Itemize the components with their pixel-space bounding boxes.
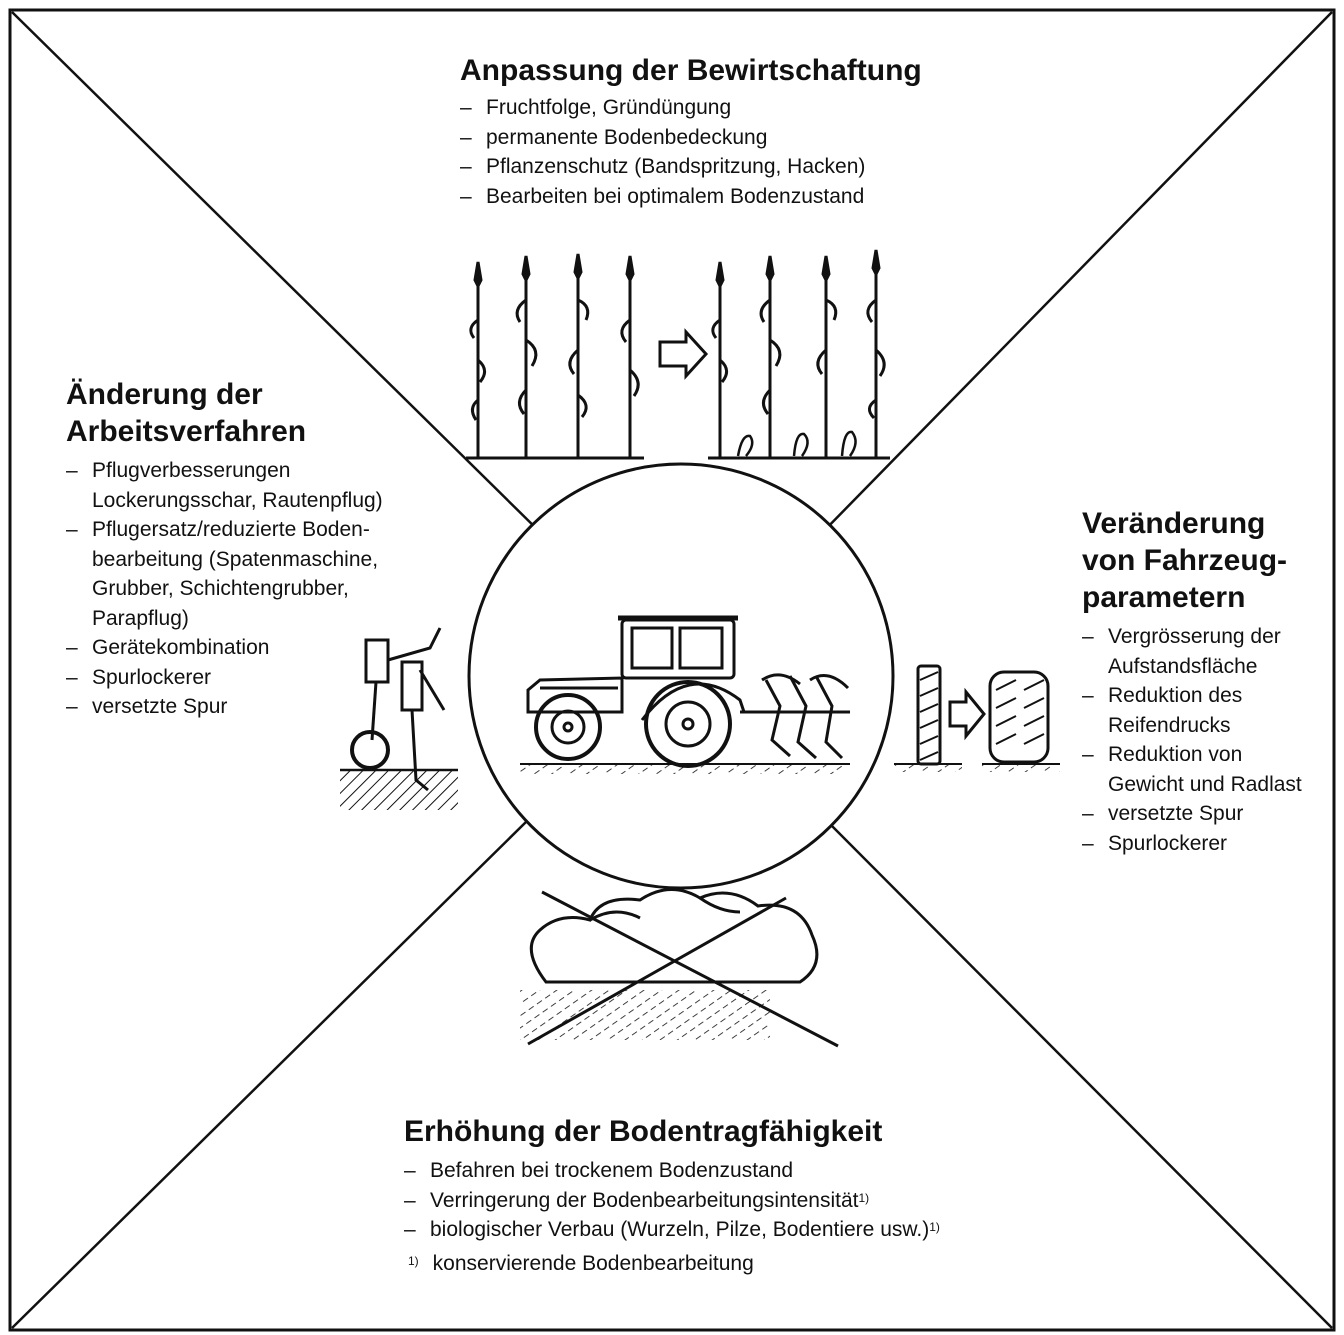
list-item: –Reduktion des	[1082, 684, 1243, 707]
list-item-continuation: Lockerungsschar, Rautenpflug)	[92, 488, 383, 512]
footnote-ref: 1)	[858, 1190, 870, 1205]
list-item-continuation: Parapflug)	[92, 606, 189, 630]
ground-hatch-left	[340, 768, 458, 810]
list-item: –Gerätekombination	[66, 636, 270, 659]
list-item: –biologischer Verbau (Wurzeln, Pilze, Bo…	[404, 1218, 940, 1241]
list-item-continuation: Reifendrucks	[1108, 713, 1231, 737]
list-item: –Befahren bei trockenem Bodenzustand	[404, 1159, 794, 1182]
footnote-ref: 1)	[929, 1220, 940, 1234]
list-item-continuation: bearbeitung (Spatenmaschine,	[92, 547, 379, 571]
ground-hatch-center	[520, 763, 850, 774]
list-item: –Spurlockerer	[1082, 831, 1228, 855]
footnote-mark: 1)	[408, 1253, 419, 1268]
list-item: –Fruchtfolge, Gründüngung	[460, 96, 732, 119]
footnote-text: konservierende Bodenbearbeitung	[432, 1251, 754, 1275]
list-item: –permanente Bodenbedeckung	[460, 125, 768, 149]
section-soil-bearing-capacity: Erhöhung der Bodentragfähigkeit –Befahre…	[404, 1113, 1044, 1278]
list-item: –versetzte Spur	[66, 695, 228, 718]
tyre-comparison-illustration	[916, 664, 1050, 766]
list-item-continuation: Aufstandsfläche	[1108, 654, 1258, 678]
center-circle	[467, 462, 895, 890]
section-title: Erhöhung der Bodentragfähigkeit	[404, 1115, 883, 1148]
item-list: –Fruchtfolge, Gründüngung –permanente Bo…	[460, 93, 980, 211]
list-item-continuation: Gewicht und Radlast	[1108, 772, 1302, 796]
list-item: –Pflanzenschutz (Bandspritzung, Hacken)	[460, 155, 866, 178]
crossed-soil-illustration	[529, 888, 819, 984]
list-item: –Pflugersatz/reduzierte Boden-	[66, 518, 370, 541]
item-list: –Befahren bei trockenem Bodenzustand –Ve…	[404, 1156, 1044, 1245]
list-item: –Bearbeiten bei optimalem Bodenzustand	[460, 184, 865, 208]
item-list: –Pflugverbesserungen Lockerungsschar, Ra…	[66, 456, 426, 722]
section-vehicle-parameters: Veränderung von Fahrzeug- parametern –Ve…	[1082, 505, 1332, 858]
list-item: –Vergrösserung der	[1082, 625, 1281, 648]
list-item-continuation: Grubber, Schichtengrubber,	[92, 577, 349, 600]
section-work-methods: Änderung der Arbeitsverfahren –Pflugverb…	[66, 376, 426, 722]
ground-hatch-right	[894, 763, 1060, 772]
crop-plants-illustration	[466, 249, 890, 460]
list-item: –versetzte Spur	[1082, 802, 1244, 825]
implement-illustration	[350, 627, 446, 792]
list-item: –Reduktion von	[1082, 743, 1243, 766]
outer-frame	[8, 8, 1336, 1332]
list-item: –Pflugverbesserungen	[66, 459, 291, 482]
section-soil-management: Anpassung der Bewirtschaftung –Fruchtfol…	[460, 52, 980, 211]
section-title: Veränderung von Fahrzeug- parametern	[1082, 507, 1288, 614]
list-item: –Spurlockerer	[66, 665, 212, 689]
item-list: –Vergrösserung der Aufstandsfläche –Redu…	[1082, 622, 1332, 858]
diagonal-lines	[11, 11, 1333, 1329]
section-title: Änderung der Arbeitsverfahren	[66, 378, 307, 448]
list-item: –Verringerung der Bodenbearbeitungsinten…	[404, 1188, 870, 1212]
section-title: Anpassung der Bewirtschaftung	[460, 54, 922, 87]
footnote: 1) konservierende Bodenbearbeitung	[404, 1249, 1044, 1278]
ground-hatch-bottom	[520, 990, 770, 1040]
cross-out-lines	[527, 890, 839, 1048]
